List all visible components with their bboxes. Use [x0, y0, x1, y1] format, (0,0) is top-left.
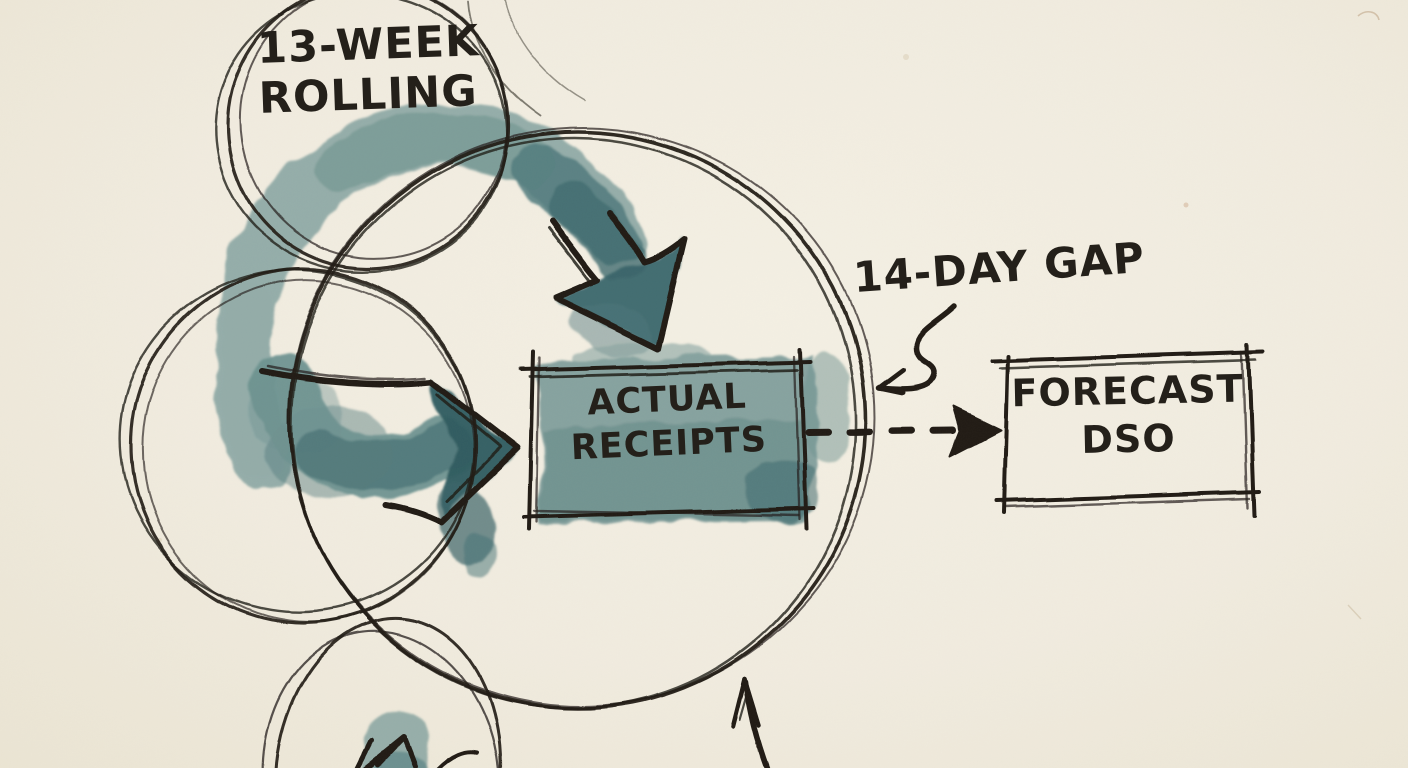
rolling-window-label-line2: ROLLING: [258, 66, 479, 124]
rolling-window-label-line1: 13-WEEK: [256, 16, 481, 74]
rolling-window-label: 13-WEEK ROLLING: [256, 16, 482, 124]
forecast-dso-label-line1: FORECAST: [1011, 366, 1244, 416]
forecast-dso-label: FORECAST DSO: [1001, 364, 1255, 465]
forecast-dso-label-line2: DSO: [1080, 416, 1177, 462]
actual-receipts-label: ACTUAL RECEIPTS: [524, 372, 812, 472]
